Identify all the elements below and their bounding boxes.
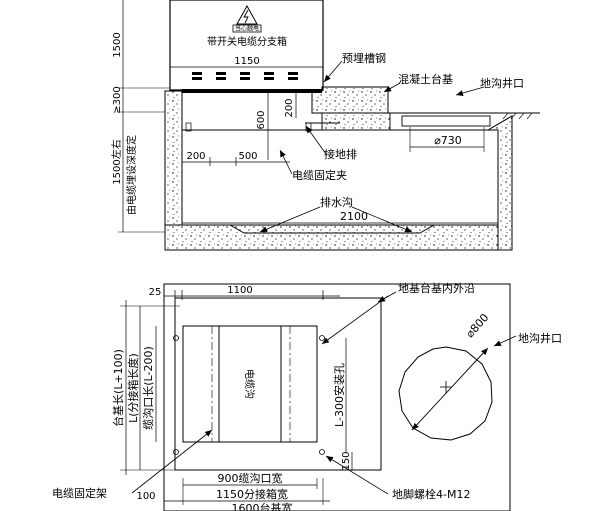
label-cable-trench: 电缆沟 <box>243 369 256 399</box>
dim-730: ⌀730 <box>434 134 462 147</box>
label-ground-bar: 接地排 <box>324 147 357 161</box>
base-outline <box>163 283 511 511</box>
label-drain: 排水沟 <box>320 195 353 209</box>
dim-depth-note: 由电缆埋设深度定 <box>125 135 138 215</box>
trench-cover <box>401 115 491 127</box>
label-channel-steel: 预埋槽钢 <box>342 52 386 65</box>
drain-groove <box>182 224 498 234</box>
vent-slots <box>192 72 298 80</box>
base-inner-edge <box>174 297 382 471</box>
label-base-edge: 地基台基内外沿 <box>398 281 475 295</box>
trench-mouth-circle <box>398 346 493 441</box>
dim-800: ⌀800 <box>463 311 491 340</box>
dim-500: 500 <box>238 151 257 162</box>
dim-600: 600 <box>256 110 267 129</box>
dim-1100: 1100 <box>227 285 252 296</box>
label-trench-mouth-section: 地沟井口 <box>480 76 524 90</box>
dim-hole-spacing: L-300安装孔 <box>332 363 346 427</box>
dim-25: 25 <box>149 287 162 298</box>
label-trench-mouth-plan: 地沟井口 <box>518 331 562 345</box>
dim-base-length: 台基长(L+100) <box>111 349 125 427</box>
dim-150: 150 <box>341 451 352 470</box>
pit-right-top-slab <box>321 112 391 131</box>
section-view: 当心触电 带开关电缆分支箱 1150 1500 ≥300 1500左右 由电缆埋… <box>110 0 540 251</box>
dim-2100: 2100 <box>340 210 368 223</box>
label-cable-clamp: 电缆固定夹 <box>292 168 347 182</box>
label-concrete-base: 混凝土台基 <box>398 72 453 86</box>
dim-box-length: L(分接箱长度) <box>126 353 140 423</box>
plan-view: 25 1100 台基长(L+100) L(分接箱长度) 缆沟口长(L-200) … <box>111 283 517 511</box>
dim-1500: 1500 <box>112 32 123 57</box>
dim-200: 200 <box>186 151 205 162</box>
dim-box-width: 1150分接箱宽 <box>216 487 288 501</box>
dim-200-vertical: 200 <box>284 98 295 117</box>
pit-left-wall <box>164 90 183 226</box>
warning-sign-text: 当心触电 <box>235 25 259 33</box>
dim-depth: 1500左右 <box>110 139 123 184</box>
label-anchor-bolt: 地脚螺栓4-M12 <box>392 487 470 501</box>
dim-base-width: 1600台基宽 <box>232 501 293 511</box>
dim-100: 100 <box>136 491 155 502</box>
dim-300: ≥300 <box>112 86 123 113</box>
concrete-base <box>311 86 389 114</box>
dim-1150: 1150 <box>234 56 259 67</box>
pit-floor <box>164 224 499 251</box>
dim-trench-length: 缆沟口长(L-200) <box>142 346 155 429</box>
label-cable-bracket: 电缆固定架 <box>52 486 107 500</box>
dim-900: 900缆沟口宽 <box>218 471 283 485</box>
cabinet-title: 带开关电缆分支箱 <box>207 35 287 48</box>
high-voltage-warning-icon <box>232 4 262 33</box>
